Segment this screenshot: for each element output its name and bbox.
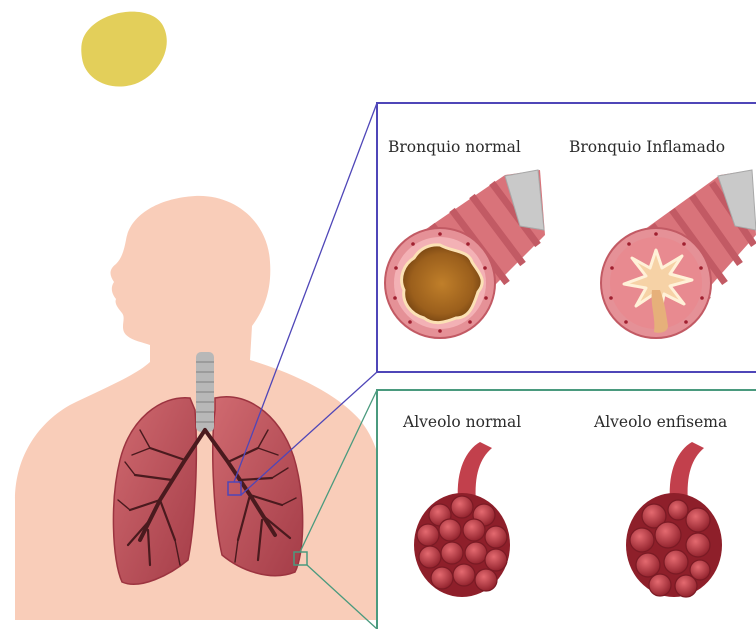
alveoli-panel: Alveolo normal Alveolo enfisema [377, 390, 756, 629]
trachea [196, 352, 214, 432]
yellow-blob-decoration [81, 12, 167, 87]
bronchi-normal-label: Bronquio normal [388, 138, 521, 156]
bronchi-inflamed-label: Bronquio Inflamado [569, 138, 725, 156]
bronchi-panel: Bronquio normal Bronquio Inflamado [377, 103, 756, 372]
alveolus-normal-label: Alveolo normal [402, 413, 521, 431]
alveolus-emphysema-label: Alveolo enfisema [593, 413, 727, 431]
